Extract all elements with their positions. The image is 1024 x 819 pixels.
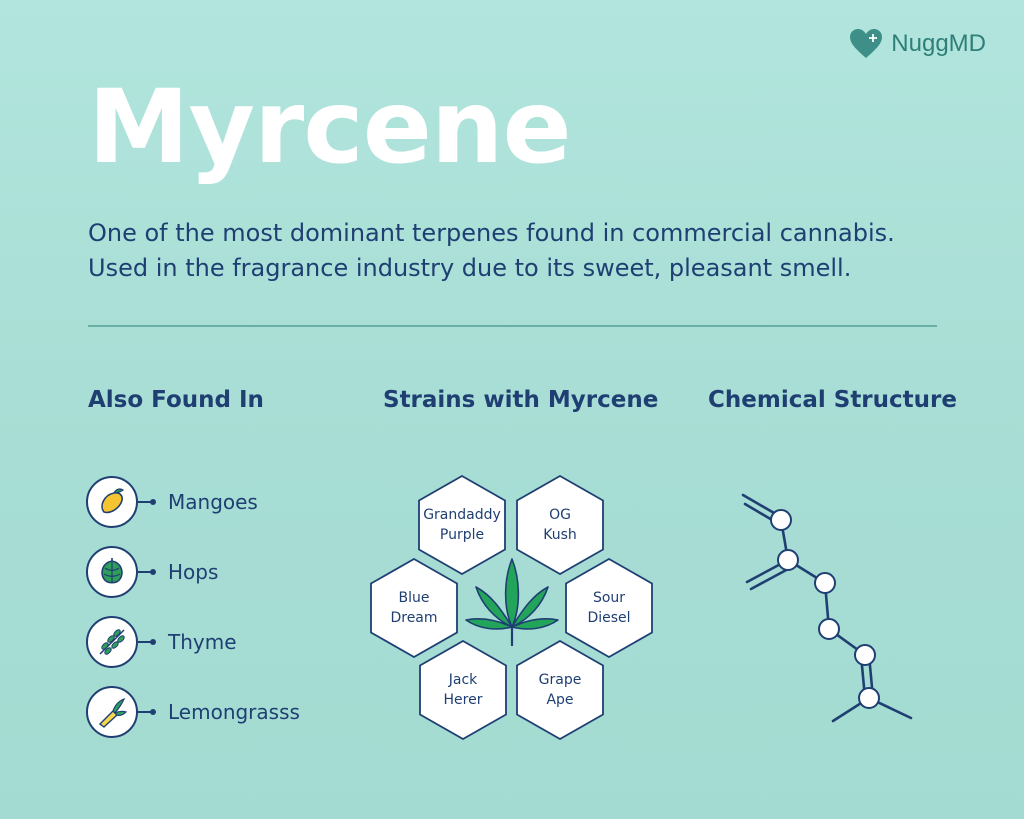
strains-heading: Strains with Myrcene [383,387,659,413]
found-item-label: Thyme [168,630,237,654]
heart-plus-icon [850,29,883,58]
strain-label: Jack Herer [443,671,483,708]
found-item-label: Hops [168,560,219,584]
found-item-label: Lemongrasss [168,700,300,724]
myrcene-molecule-diagram [741,493,913,723]
strain-hexagon: Grape Ape [516,640,604,740]
also-found-in-heading: Also Found In [88,387,264,413]
strain-label: Grandaddy Purple [423,506,501,543]
lemongrass-icon [86,686,138,738]
page-description: One of the most dominant terpenes found … [88,219,895,282]
found-item-hops: Hops [86,546,218,598]
strain-label: OG Kush [543,506,577,543]
thyme-icon [86,616,138,668]
found-item-lemongrass: Lemongrasss [86,686,300,738]
strain-hexagon: Jack Herer [419,640,507,740]
cannabis-leaf-icon [465,558,559,646]
chemical-structure-heading: Chemical Structure [708,387,957,413]
found-item-label: Mangoes [168,490,258,514]
strain-label: Blue Dream [390,589,438,626]
strain-hexagon: Grandaddy Purple [418,475,506,575]
strain-hexagon: OG Kush [516,475,604,575]
hops-icon [86,546,138,598]
strain-label: Sour Diesel [587,589,631,626]
brand-logo: NuggMD [849,28,986,60]
page-title: Myrcene [88,68,572,187]
found-item-mangoes: Mangoes [86,476,258,528]
strain-hexagon: Blue Dream [370,558,458,658]
strain-label: Grape Ape [538,671,582,708]
strain-hexagon: Sour Diesel [565,558,653,658]
mango-icon [86,476,138,528]
found-item-thyme: Thyme [86,616,237,668]
brand-name: NuggMD [891,30,986,57]
section-divider [88,325,937,327]
